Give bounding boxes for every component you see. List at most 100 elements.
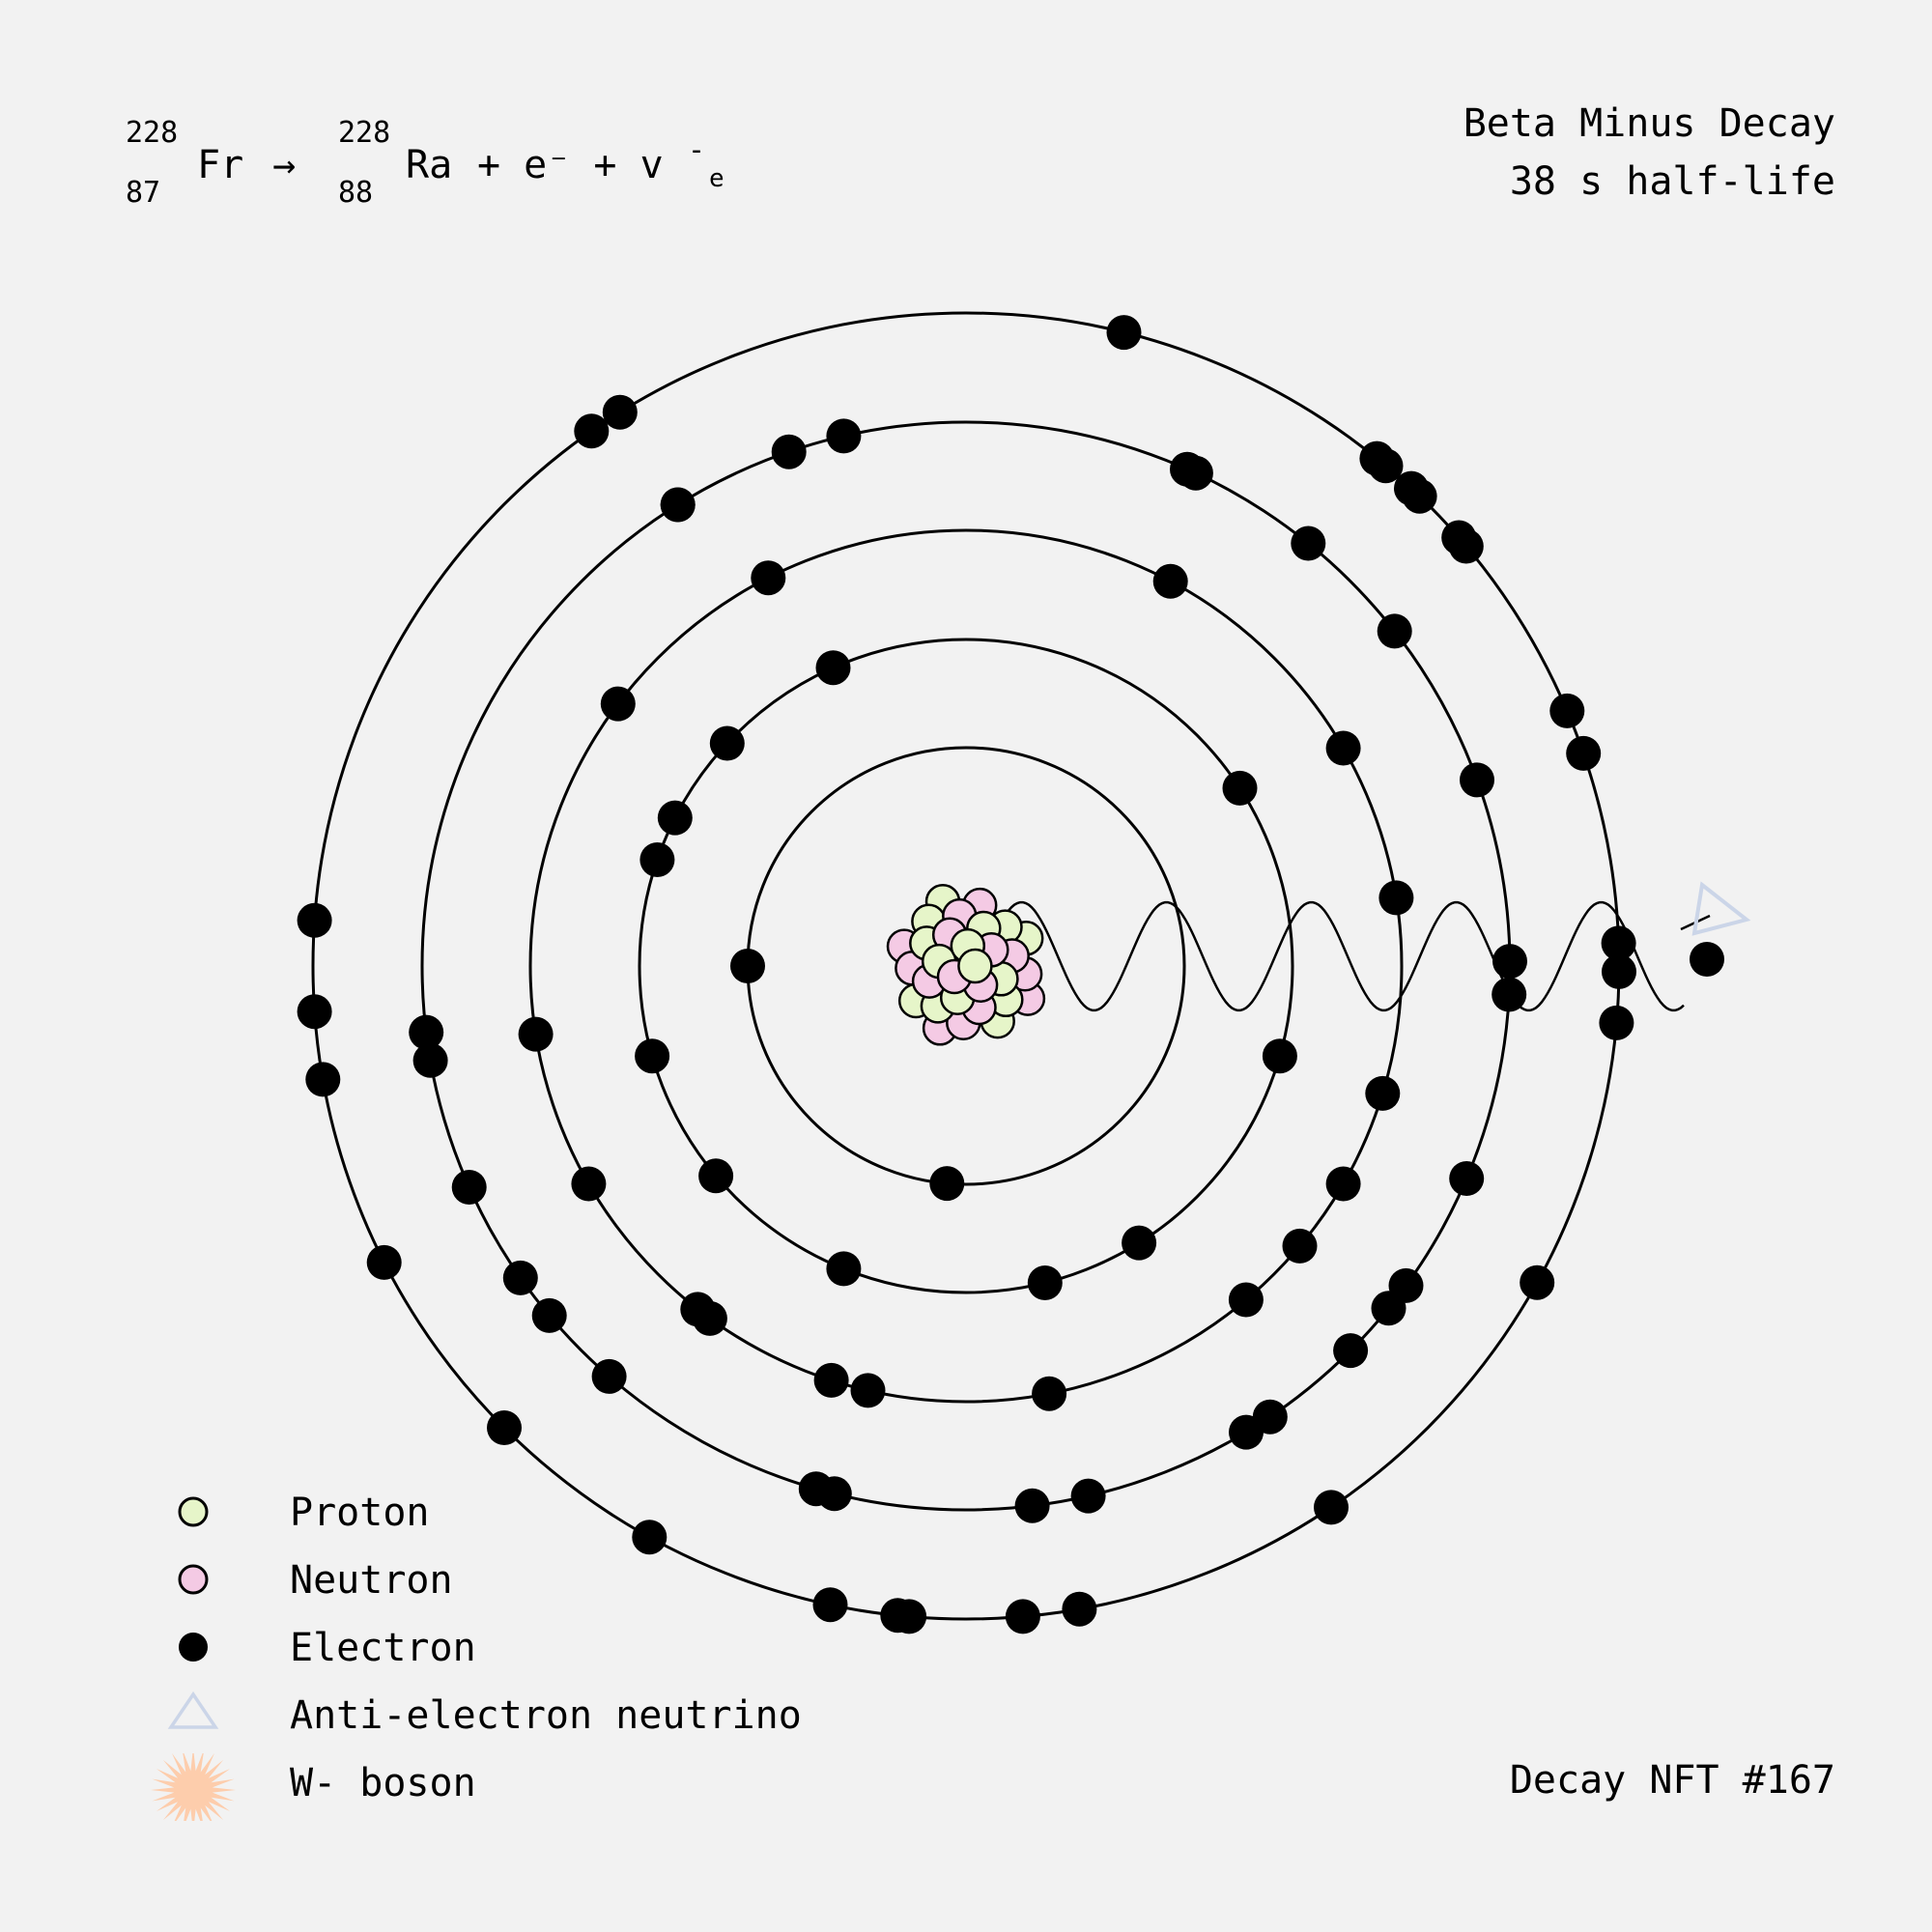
electron — [771, 434, 807, 469]
electron — [632, 1520, 668, 1555]
daughter-symbol: Ra — [406, 143, 453, 187]
emitted-electron — [1690, 942, 1724, 977]
electron — [1014, 1488, 1050, 1523]
electron — [880, 1598, 916, 1634]
electron — [1222, 770, 1258, 806]
electron — [1402, 478, 1437, 514]
electron — [816, 1476, 852, 1512]
electron — [600, 686, 636, 722]
electron — [1027, 1265, 1063, 1300]
electron — [1228, 1282, 1264, 1318]
electron — [1492, 944, 1527, 980]
electron — [1325, 730, 1361, 766]
electron — [1032, 1376, 1067, 1411]
legend-label: Electron — [290, 1626, 476, 1670]
anti-neutrino-triangle — [1691, 881, 1751, 936]
nucleus — [886, 883, 1046, 1046]
daughter-mass-number: 228 — [338, 116, 391, 150]
electron — [1070, 1478, 1106, 1514]
w-boson-wave — [983, 900, 1685, 1012]
emitted-particles — [1680, 881, 1751, 977]
electron — [1170, 451, 1205, 487]
electron — [297, 994, 332, 1030]
electron — [1291, 526, 1326, 561]
electron — [366, 1244, 402, 1280]
electron — [826, 418, 862, 454]
electron — [1602, 953, 1636, 989]
electron — [1325, 1166, 1361, 1202]
half-life: 38 s half-life — [1509, 159, 1835, 204]
electron — [602, 394, 638, 430]
electron — [1492, 977, 1527, 1012]
decay-type: Beta Minus Decay — [1463, 101, 1835, 146]
electron — [1252, 1399, 1288, 1435]
electron — [1005, 1599, 1040, 1634]
electron — [850, 1373, 886, 1408]
electron — [1566, 735, 1602, 771]
neutrino-bar: - — [688, 133, 706, 167]
starburst-icon — [151, 1753, 236, 1821]
nft-label: Decay NFT #167 — [1509, 1758, 1835, 1803]
equation-products: + e⁻ + v — [477, 143, 664, 187]
legend-label: Neutron — [290, 1558, 453, 1603]
electron — [1378, 880, 1414, 916]
electron — [709, 725, 745, 761]
legend-label: Anti-electron neutrino — [290, 1693, 802, 1738]
electron — [409, 1014, 444, 1050]
electron — [591, 1358, 627, 1394]
equation-arrow: → — [272, 143, 297, 187]
electron — [751, 560, 786, 596]
electron — [531, 1297, 567, 1333]
electron — [1599, 1005, 1634, 1040]
electron — [1282, 1228, 1318, 1264]
electron — [305, 1062, 341, 1097]
neutron-icon — [178, 1564, 209, 1595]
electron — [1262, 1038, 1297, 1074]
shell-orbit — [638, 638, 1294, 1294]
electron — [1377, 613, 1412, 649]
parent-mass-number: 228 — [126, 116, 179, 150]
legend-label: W- boson — [290, 1761, 476, 1805]
electron — [635, 1038, 670, 1074]
electron — [574, 413, 610, 449]
daughter-atomic-number: 88 — [338, 176, 374, 210]
parent-atomic-number: 87 — [126, 176, 161, 210]
electron — [412, 1042, 448, 1078]
electron — [1368, 448, 1404, 484]
electron — [502, 1260, 538, 1295]
electron — [571, 1166, 607, 1202]
electron — [1122, 1225, 1157, 1261]
decay-info: Beta Minus Decay 38 s half-life — [1463, 95, 1835, 211]
electron — [1448, 528, 1484, 564]
electron — [1460, 762, 1494, 798]
electron — [815, 650, 851, 686]
electron — [660, 487, 696, 523]
electron — [929, 1166, 965, 1202]
electron — [1333, 1333, 1369, 1369]
electron — [1314, 1490, 1349, 1525]
neutrino-subscript: e — [709, 164, 724, 193]
electron — [487, 1410, 522, 1445]
parent-symbol: Fr — [197, 143, 244, 187]
electron — [1152, 563, 1188, 599]
electron — [1388, 1267, 1424, 1303]
triangle-icon — [167, 1690, 219, 1729]
electron — [812, 1587, 848, 1623]
electron — [1365, 1075, 1401, 1111]
electron — [1520, 1264, 1555, 1300]
proton — [957, 948, 993, 984]
electron — [297, 902, 332, 938]
electron — [1549, 693, 1585, 728]
electron — [698, 1158, 734, 1194]
electron — [826, 1251, 862, 1287]
electron — [1062, 1591, 1097, 1627]
electron — [1601, 925, 1636, 961]
electron — [639, 842, 675, 877]
legend-label: Proton — [290, 1491, 430, 1535]
electron — [692, 1300, 727, 1336]
shell-orbit — [528, 528, 1404, 1404]
electron — [657, 800, 693, 836]
electrons — [297, 315, 1636, 1634]
proton-icon — [178, 1496, 209, 1527]
